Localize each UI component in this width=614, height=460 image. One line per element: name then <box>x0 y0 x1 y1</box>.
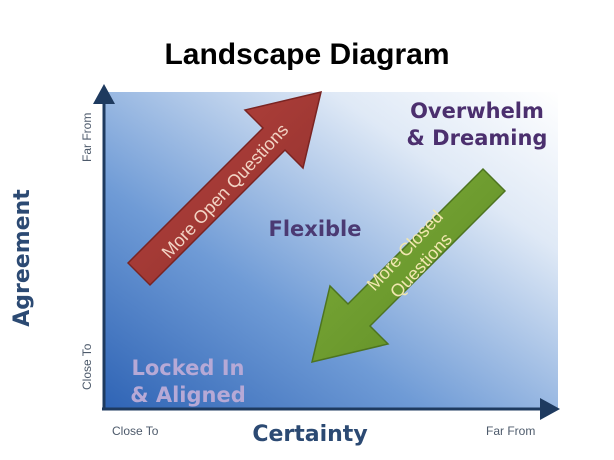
quadrant-overwhelm-line1: Overwhelm <box>410 99 544 123</box>
quadrant-locked-line1: Locked In <box>131 356 245 380</box>
x-axis-arrowhead <box>540 398 560 420</box>
y-axis-end-label: Far From <box>80 112 94 162</box>
quadrant-locked-line2: & Aligned <box>130 383 246 407</box>
y-axis-start-label: Close To <box>80 343 94 390</box>
x-axis-title: Certainty <box>252 422 368 447</box>
quadrant-locked-aligned: Locked In & Aligned <box>108 355 268 409</box>
y-axis-arrowhead <box>93 84 115 104</box>
more-closed-questions-arrow <box>310 167 507 364</box>
x-axis-start-label: Close To <box>112 424 159 438</box>
quadrant-overwhelm-dreaming: Overwhelm & Dreaming <box>392 98 562 152</box>
quadrant-flexible: Flexible <box>268 217 362 241</box>
diagram-title: Landscape Diagram <box>164 38 450 71</box>
quadrant-overwhelm-line2: & Dreaming <box>406 126 548 150</box>
more-open-questions-arrow <box>126 90 323 287</box>
x-axis-end-label: Far From <box>486 424 536 438</box>
y-axis-title: Agreement <box>10 189 35 327</box>
